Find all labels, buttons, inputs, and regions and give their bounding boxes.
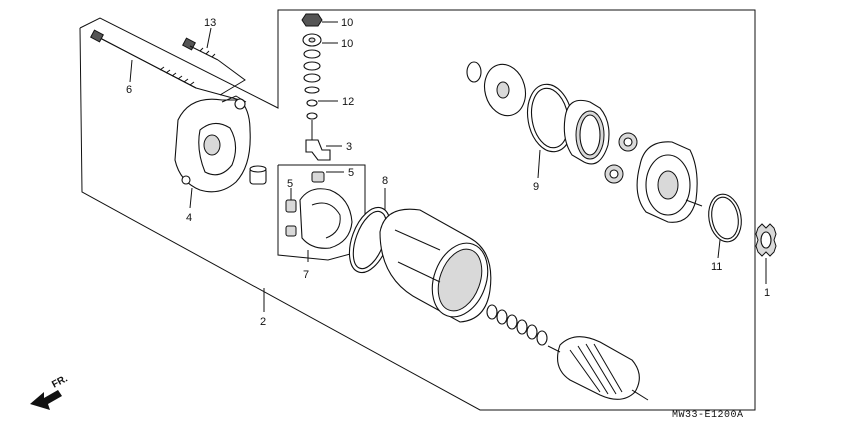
- leader-9: [537, 149, 541, 179]
- callout-9: 9: [533, 181, 539, 193]
- direction-label: FR.: [50, 373, 70, 390]
- reduction-gear-housing: [636, 141, 703, 223]
- brush-holder-part-7: [285, 171, 353, 249]
- callout-2: 2: [260, 316, 266, 328]
- leader-13: [206, 27, 212, 49]
- leader-6: [129, 59, 133, 83]
- motor-yoke-case: [379, 208, 492, 323]
- callout-labels: 1 2 3 4 5 5 6 7 8 9 10 10 11 12 13: [126, 17, 770, 328]
- long-bolt-part-6: [90, 29, 197, 89]
- callout-8: 8: [382, 175, 388, 187]
- armature: [547, 336, 649, 401]
- o-ring-part-8: [348, 206, 392, 274]
- shim-washers: [486, 304, 548, 346]
- bolt-guide-13: [217, 59, 246, 96]
- bolt-part-13: [182, 37, 219, 61]
- bolt-guide-6: [195, 87, 241, 101]
- leader-4: [189, 187, 193, 209]
- callout-10a: 10: [341, 17, 353, 29]
- callout-4: 4: [186, 212, 192, 224]
- callout-1: 1: [764, 287, 770, 299]
- internal-ring-gear: [563, 99, 610, 165]
- assembly-frame: [79, 9, 756, 411]
- leader-11: [717, 239, 721, 259]
- terminal-bolt-part-3: [305, 139, 331, 161]
- callout-7: 7: [303, 269, 309, 281]
- callout-12: 12: [342, 96, 354, 108]
- brush-holder-frame: [277, 164, 366, 261]
- o-ring-part-11: [708, 193, 742, 243]
- callout-5a: 5: [287, 178, 293, 190]
- callout-10b: 10: [341, 38, 353, 50]
- callout-3: 3: [346, 141, 352, 153]
- seal-ring-part-9: [526, 83, 574, 153]
- callout-6: 6: [126, 84, 132, 96]
- planetary-gears: [604, 132, 638, 184]
- callout-11: 11: [711, 261, 722, 273]
- pinion-gear-part-1: [755, 223, 777, 257]
- front-direction-indicator: FR.: [30, 373, 70, 410]
- callout-13: 13: [204, 17, 216, 29]
- callout-5b: 5: [348, 167, 354, 179]
- diagram-code: MW33-E1200A: [672, 410, 744, 421]
- terminal-nut-stack: [301, 13, 323, 142]
- bushing: [249, 165, 267, 185]
- thrust-washer: [466, 61, 527, 117]
- front-cover-part-4: [174, 95, 251, 193]
- front-arrow-icon: [30, 390, 62, 410]
